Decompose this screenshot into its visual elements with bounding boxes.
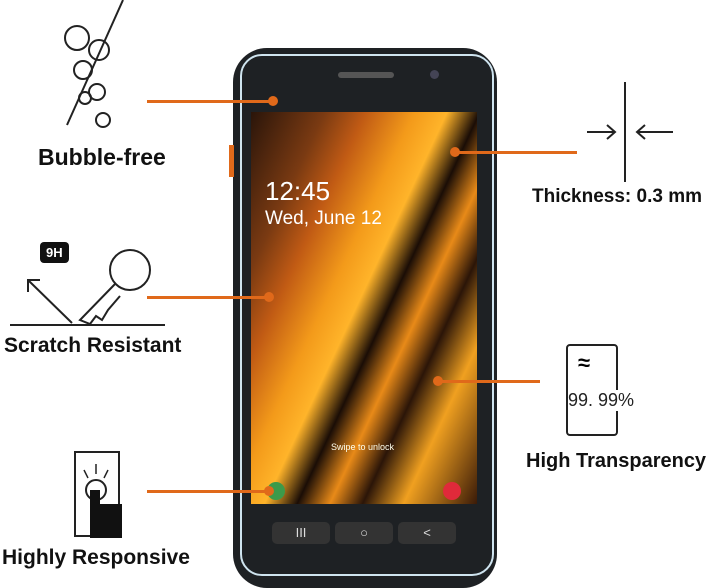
highly-responsive-label: Highly Responsive <box>2 546 190 569</box>
thickness-label: Thickness: 0.3 mm <box>532 186 703 207</box>
camera-app-icon[interactable] <box>443 482 461 500</box>
bubbles-icon <box>64 0 124 128</box>
callout-dot <box>433 376 443 386</box>
clock-time: 12:45 <box>265 176 331 206</box>
transparency-value: 99. 99% <box>568 390 635 411</box>
callout-line-scratch <box>147 296 269 299</box>
screen-protector-outline <box>240 54 494 576</box>
clock-date: Wed, June 12 <box>265 208 382 229</box>
swipe-hint: Swipe to unlock <box>331 442 395 452</box>
callout-line-transparency <box>438 380 540 383</box>
home-button[interactable]: ○ <box>335 522 393 544</box>
high-transparency-label: High Transparency <box>526 450 707 472</box>
side-key <box>229 145 234 177</box>
recents-button[interactable]: III <box>272 522 330 544</box>
callout-dot <box>450 147 460 157</box>
callout-dot <box>264 292 274 302</box>
thickness-icon <box>587 82 673 182</box>
key-scratch-icon <box>10 249 165 326</box>
scratch-resistant-label: Scratch Resistant <box>4 334 182 357</box>
wave-glyph: ≈ <box>578 350 591 375</box>
callout-dot <box>264 486 274 496</box>
callout-line-responsive <box>147 490 269 493</box>
front-camera <box>430 70 439 79</box>
bubble-free-label: Bubble-free <box>38 144 166 170</box>
back-button[interactable]: < <box>398 522 456 544</box>
callout-dot <box>268 96 278 106</box>
phone-screen: 12:45 Wed, June 12 Swipe to unlock <box>251 112 477 504</box>
9h-badge: 9H <box>40 242 69 263</box>
speaker-grille <box>338 72 394 78</box>
callout-line-thickness <box>455 151 577 154</box>
touch-icon <box>74 451 122 538</box>
callout-line-bubble <box>147 100 272 103</box>
